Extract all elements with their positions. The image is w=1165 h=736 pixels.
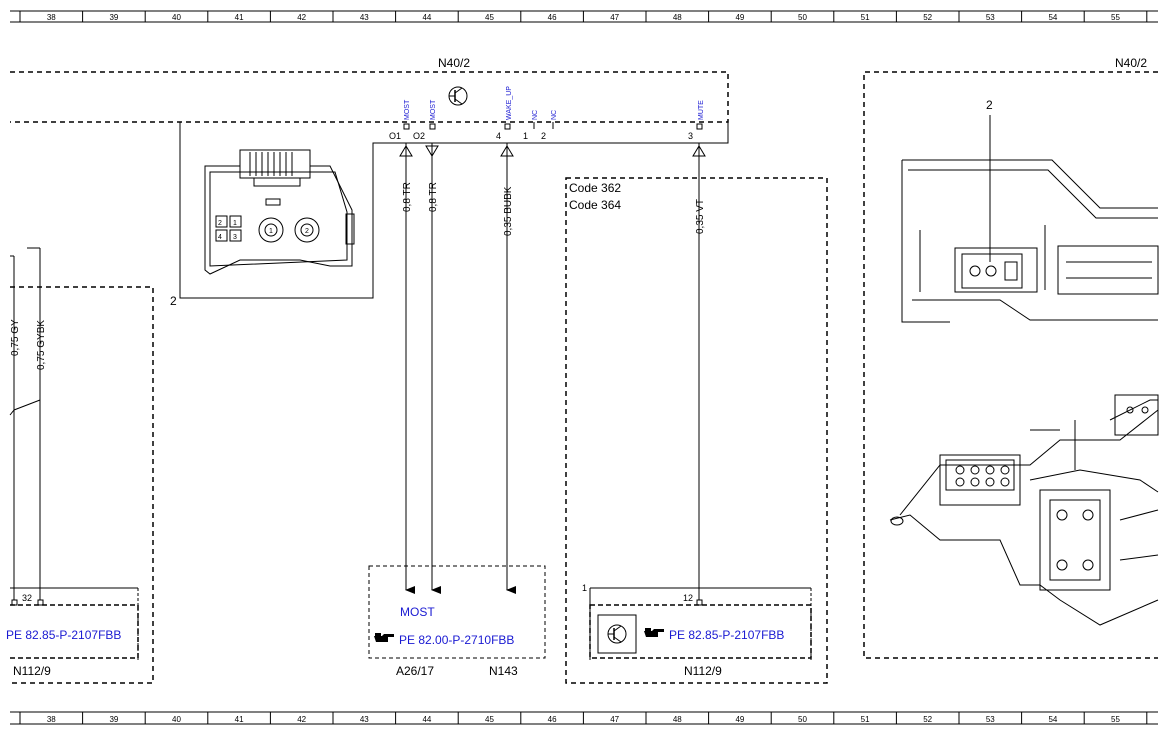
top-ruler-column-number: 38	[47, 13, 56, 22]
right-module-ref[interactable]: PE 82.85-P-2107FBB	[669, 628, 784, 642]
top-ruler-column-number: 52	[923, 13, 932, 22]
top-ruler-column-number: 45	[485, 13, 494, 22]
left-module: 32 PE 82.85-P-2107FBB N112/9	[6, 286, 154, 684]
top-ruler-column-number: 50	[798, 13, 807, 22]
bottom-ruler-column-number: 47	[610, 715, 619, 724]
left-module-name: N112/9	[13, 664, 51, 678]
bottom-ruler-column-number: 49	[735, 715, 744, 724]
center-module-name-2: N143	[489, 664, 518, 678]
top-ruler-column-number: 47	[610, 13, 619, 22]
bottom-ruler-column-number: 46	[548, 715, 557, 724]
left-module-pin: 32	[22, 593, 32, 603]
pin-label-nc-1: NC	[532, 110, 539, 120]
wire-label-5: 0,75 GY	[10, 319, 21, 356]
bottom-ruler-column-number: 48	[673, 715, 682, 724]
pin-number-o2: O2	[413, 131, 425, 141]
pointing-hand-icon	[644, 628, 664, 637]
wire-labels: 0,8 TR 0,8 TR 0,35 BUBK 0,35 VT 0,75 GY …	[10, 182, 706, 370]
connector-drawing	[204, 149, 355, 275]
pin-number-o1: O1	[389, 131, 401, 141]
top-ruler-column-number: 49	[735, 13, 744, 22]
top-ruler-column-number: 40	[172, 13, 181, 22]
image-panel: N40/2 2	[863, 56, 1158, 659]
svg-text:3: 3	[233, 234, 237, 241]
bottom-ruler-column-number: 43	[360, 715, 369, 724]
image-panel-callout: 2	[986, 98, 993, 112]
bottom-ruler-column-number: 50	[798, 715, 807, 724]
connector-title: N40/2	[438, 56, 470, 70]
svg-text:1: 1	[233, 220, 237, 227]
center-module-ref[interactable]: PE 82.00-P-2710FBB	[399, 633, 514, 647]
control-unit-drawing	[889, 159, 1159, 626]
wire-label-4: 0,35 VT	[695, 199, 706, 234]
bottom-ruler-column-number: 44	[422, 715, 431, 724]
top-ruler: 38 39 40 41 42 43 44 45 46 47 48 49 50 51 52 53 54 55	[10, 10, 1158, 23]
wires	[9, 143, 706, 600]
bottom-ruler-column-number: 54	[1048, 715, 1057, 724]
top-ruler-column-number: 46	[548, 13, 557, 22]
pin-label-mute: MUTE	[698, 100, 705, 120]
top-ruler-column-number: 55	[1111, 13, 1120, 22]
right-module: 1 12 PE 82.85-P-2107FBB N112/9	[582, 583, 812, 678]
code-line-2: Code 364	[569, 198, 621, 212]
bottom-ruler-column-number: 55	[1111, 715, 1120, 724]
bottom-ruler-column-number: 41	[235, 715, 244, 724]
top-ruler-column-number: 53	[986, 13, 995, 22]
bottom-ruler-column-number: 53	[986, 715, 995, 724]
right-module-pin-a: 1	[582, 583, 587, 593]
top-ruler-column-number: 44	[422, 13, 431, 22]
center-module: MOST PE 82.00-P-2710FBB A26/17 N143	[368, 565, 546, 678]
wire-label-2: 0,8 TR	[428, 182, 439, 212]
pin-number-4: 4	[496, 131, 501, 141]
wire-label-6: 0,75 GYBK	[36, 320, 47, 370]
code-line-1: Code 362	[569, 181, 621, 195]
bottom-ruler-column-number: 51	[861, 715, 870, 724]
bottom-ruler-column-number: 45	[485, 715, 494, 724]
top-ruler-column-number: 39	[109, 13, 118, 22]
transistor-icon	[448, 86, 468, 106]
bottom-ruler-column-number: 52	[923, 715, 932, 724]
connector-n40-2: N40/2 MOST MOST WAKE_UP NC NC MUTE O1 O2…	[10, 56, 729, 308]
transistor-icon	[597, 614, 637, 654]
top-ruler-column-number: 51	[861, 13, 870, 22]
bottom-ruler: 38 39 40 41 42 43 44 45 46 47 48 49 50 51 52 53 54 55	[10, 711, 1158, 725]
pin-number-3: 3	[688, 131, 693, 141]
bottom-ruler-column-number: 38	[47, 715, 56, 724]
pointing-hand-icon	[374, 633, 394, 642]
pin-label-most-2: MOST	[430, 99, 437, 120]
pin-number-1: 1	[523, 131, 528, 141]
connector-cavity-numbers: 2 1 4 3 1 2	[218, 220, 309, 241]
center-module-name-1: A26/17	[396, 664, 434, 678]
svg-text:1: 1	[269, 228, 273, 235]
top-ruler-column-number: 54	[1048, 13, 1057, 22]
pin-label-most-1: MOST	[404, 99, 411, 120]
center-module-most[interactable]: MOST	[400, 605, 435, 619]
pin-number-2: 2	[541, 131, 546, 141]
top-ruler-column-number: 43	[360, 13, 369, 22]
right-module-name: N112/9	[684, 664, 722, 678]
pin-label-wake-up: WAKE_UP	[506, 86, 513, 120]
image-panel-title: N40/2	[1115, 56, 1147, 70]
bottom-ruler-column-number: 39	[109, 715, 118, 724]
right-module-pin-b: 12	[683, 593, 693, 603]
connector-callout: 2	[170, 294, 177, 308]
bottom-ruler-column-number: 42	[297, 715, 306, 724]
top-ruler-column-number: 48	[673, 13, 682, 22]
left-module-ref[interactable]: PE 82.85-P-2107FBB	[6, 628, 121, 642]
svg-text:2: 2	[305, 228, 309, 235]
pin-label-nc-2: NC	[551, 110, 558, 120]
top-ruler-column-number: 41	[235, 13, 244, 22]
code-box: Code 362 Code 364	[565, 177, 828, 684]
wire-label-3: 0,35 BUBK	[503, 186, 514, 236]
top-ruler-column-number: 42	[297, 13, 306, 22]
bottom-ruler-column-number: 40	[172, 715, 181, 724]
svg-text:2: 2	[218, 220, 222, 227]
wire-label-1: 0,8 TR	[402, 182, 413, 212]
svg-text:4: 4	[218, 234, 222, 241]
